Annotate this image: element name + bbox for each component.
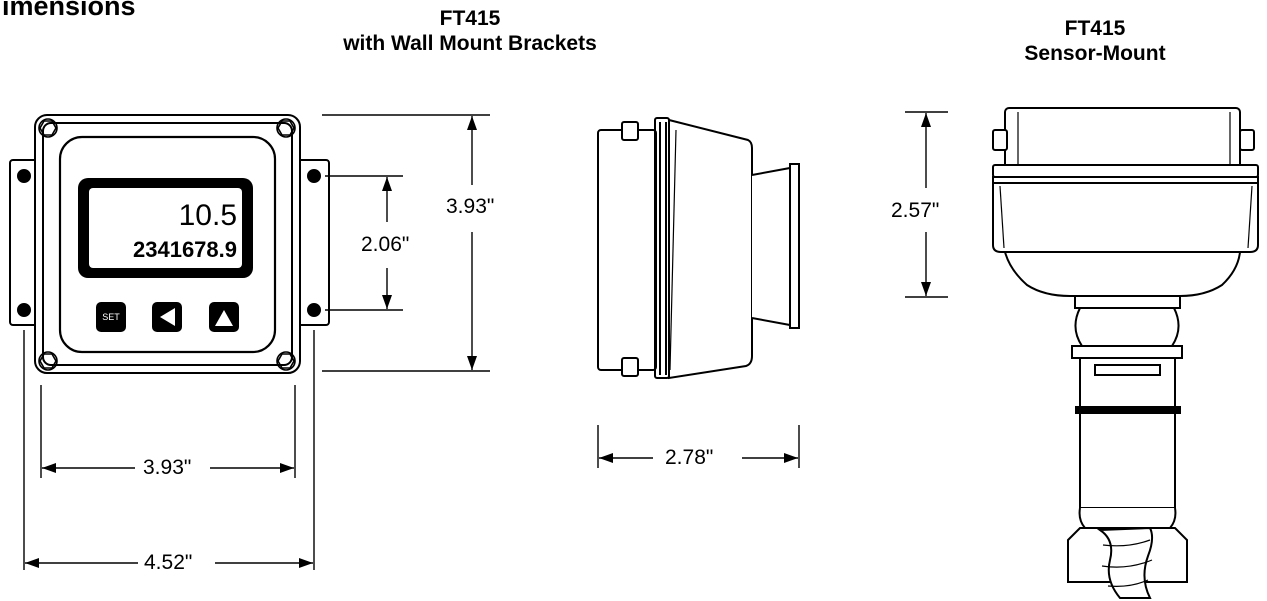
side-body (668, 118, 753, 380)
side-view (597, 117, 800, 380)
page-heading: imensions (2, 0, 136, 21)
sm-tab-right (1239, 129, 1255, 151)
side-front-bezel (751, 166, 791, 327)
side-tab-bottom (621, 357, 639, 377)
lcd-total-value: 2341678.9 (133, 237, 237, 262)
wall-mount-title: FT415 with Wall Mount Brackets (300, 6, 640, 56)
bracket-hole (17, 303, 31, 317)
sm-o-ring (1075, 406, 1181, 414)
front-bezel (58, 135, 277, 354)
up-arrow-icon (215, 310, 233, 326)
sm-collar (992, 164, 1259, 178)
left-arrow-icon (160, 308, 175, 326)
sm-body (992, 182, 1259, 253)
sensor-mount-title-line1: FT415 (1064, 17, 1126, 40)
bracket-hole (17, 169, 31, 183)
sm-tab-left (992, 129, 1008, 151)
wall-mount-title-line1: FT415 (439, 7, 501, 30)
set-key (96, 302, 126, 332)
sm-stem (1079, 357, 1176, 509)
lcd-screen (89, 188, 242, 268)
right-bracket (296, 159, 330, 326)
sm-neck (1074, 295, 1181, 309)
front-height-dimension: 3.93" (443, 195, 498, 219)
dimension-lines (23, 111, 948, 570)
hole-spacing-dimension: 2.06" (358, 233, 413, 257)
side-depth-dimension: 2.78" (662, 446, 717, 470)
sensor-mount-title: FT415 Sensor-Mount (995, 16, 1195, 66)
side-back-cover (597, 129, 657, 371)
set-key-label: SET (102, 312, 120, 322)
sensor-mount-view (992, 107, 1259, 599)
sensor-mount-title-line2: Sensor-Mount (1024, 42, 1166, 65)
front-width-dimension: 3.93" (140, 456, 195, 480)
wall-mount-title-line2: with Wall Mount Brackets (343, 32, 597, 55)
corner-screw (276, 118, 296, 138)
side-tab-top (621, 121, 639, 141)
lcd-rate-value: 10.5 (178, 199, 237, 232)
sm-top-cover (1004, 107, 1241, 169)
bracket-hole (307, 169, 321, 183)
sm-stem-slot (1094, 364, 1161, 376)
sm-nut (1074, 307, 1180, 347)
side-lens (789, 163, 800, 329)
bracket-width-dimension: 4.52" (141, 551, 196, 575)
housing-inner (42, 122, 293, 366)
corner-screw (276, 351, 296, 371)
corner-screw (38, 351, 58, 371)
corner-screw (38, 118, 58, 138)
sensor-height-dimension: 2.57" (888, 199, 943, 223)
sm-taper (1003, 251, 1242, 297)
sm-nut-base (1071, 345, 1183, 359)
bracket-hole (307, 303, 321, 317)
front-view (9, 114, 330, 374)
